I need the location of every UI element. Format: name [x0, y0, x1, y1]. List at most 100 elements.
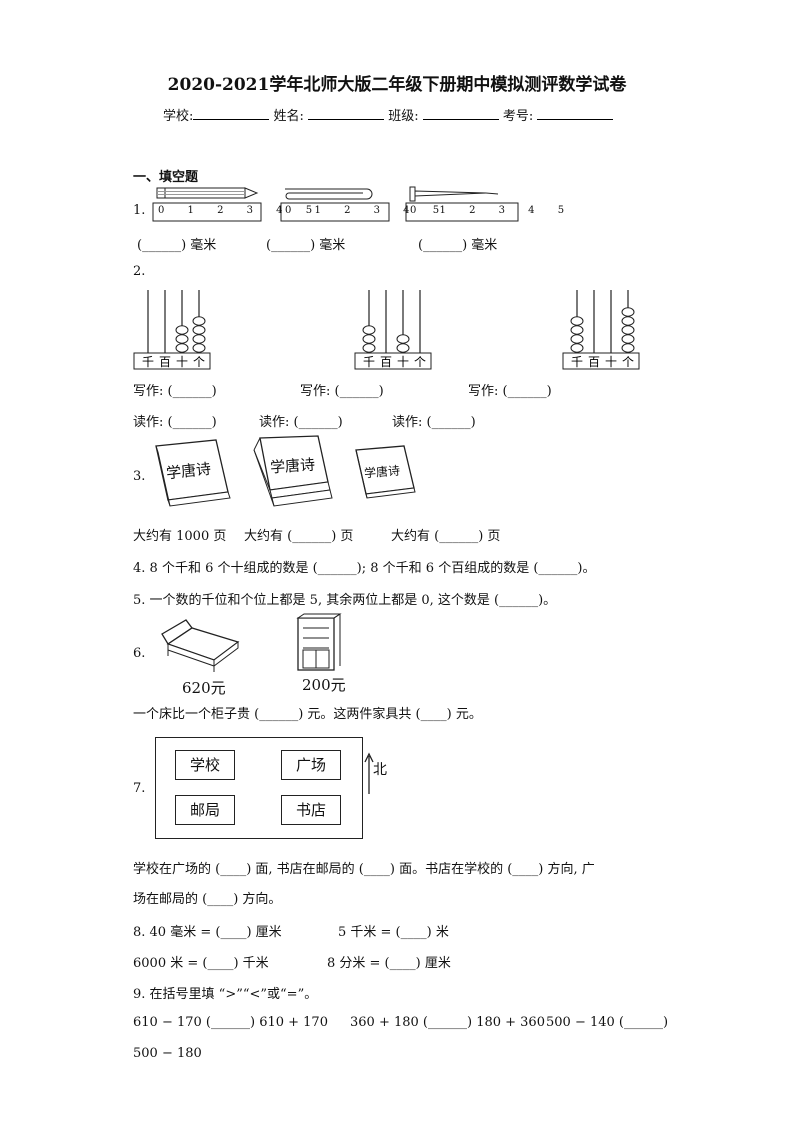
abacus-base — [562, 352, 640, 370]
abacus-bead — [192, 334, 206, 344]
q2-write-1[interactable]: 写作: (______) — [133, 384, 217, 399]
abacus-place-label: 千 — [571, 355, 583, 369]
ruler-nail — [405, 186, 519, 222]
abacus-bead — [621, 307, 635, 317]
book-3 — [355, 445, 416, 499]
q2-number: 2. — [133, 264, 146, 279]
ruler-pencil — [152, 187, 262, 222]
q9-c[interactable]: 500 − 140 (______) — [546, 1015, 669, 1030]
q2-read-2[interactable]: 读作: (______) — [259, 415, 343, 430]
q6-text[interactable]: 一个床比一个柜子贵 (______) 元。这两件家具共 (____) 元。 — [133, 707, 482, 722]
abacus-bead — [175, 343, 189, 353]
q3-blank-2[interactable]: 大约有 (______) 页 — [244, 529, 354, 544]
book-1 — [155, 439, 231, 507]
q1-blank-3[interactable]: (______) 毫米 — [418, 238, 498, 253]
q5-text[interactable]: 5. 一个数的千位和个位上都是 5, 其余两位上都是 0, 这个数是 (____… — [133, 593, 557, 608]
book-3-title: 学唐诗 — [363, 463, 401, 481]
q1-blank-1[interactable]: (______) 毫米 — [137, 238, 217, 253]
q3-text-1: 大约有 1000 页 — [133, 529, 227, 544]
north-label: 北 — [373, 762, 387, 778]
q2-write-3[interactable]: 写作: (______) — [468, 384, 552, 399]
q1-number: 1. — [133, 203, 146, 218]
abacus-place-label: 个 — [193, 355, 205, 369]
abacus-bead — [175, 325, 189, 335]
name-label: 姓名: — [273, 109, 304, 124]
q9-d: 500 − 180 — [133, 1046, 202, 1061]
school-field[interactable] — [193, 106, 270, 120]
abacus-bead — [621, 325, 635, 335]
bed-image — [161, 619, 240, 672]
abacus-place-label: 十 — [397, 355, 409, 369]
q4-text[interactable]: 4. 8 个千和 6 个十组成的数是 (______); 8 个千和 6 个百组… — [133, 561, 596, 576]
q2-read-3[interactable]: 读作: (______) — [392, 415, 476, 430]
class-field[interactable] — [422, 106, 499, 120]
q1-blank-2[interactable]: (______) 毫米 — [266, 238, 346, 253]
ruler3-ticks: 0 1 2 3 4 5 — [410, 205, 575, 216]
abacus-bead — [192, 343, 206, 353]
section-heading: 一、填空题 — [133, 170, 199, 185]
abacus-bead — [570, 325, 584, 335]
abacus-bead — [621, 343, 635, 353]
abacus-base — [133, 352, 211, 370]
place-bookstore: 书店 — [281, 795, 341, 825]
abacus-bead — [362, 334, 376, 344]
abacus-bead — [570, 316, 584, 326]
place-square: 广场 — [281, 750, 341, 780]
q7-number: 7. — [133, 781, 146, 796]
north-arrow-icon — [364, 752, 374, 794]
q6-number: 6. — [133, 646, 146, 661]
book-2-title: 学唐诗 — [269, 455, 316, 477]
place-school: 学校 — [175, 750, 235, 780]
abacus-base — [354, 352, 432, 370]
q7-text-2[interactable]: 场在邮局的 (____) 方向。 — [133, 892, 282, 907]
abacus-place-label: 十 — [176, 355, 188, 369]
q7-text-1[interactable]: 学校在广场的 (____) 面, 书店在邮局的 (____) 面。书店在学校的 … — [133, 862, 595, 877]
class-label: 班级: — [388, 109, 419, 124]
q8-d[interactable]: 8 分米 = (____) 厘米 — [327, 956, 451, 971]
abacus-bead — [192, 325, 206, 335]
abacus-bead — [192, 316, 206, 326]
ruler2-ticks: 0 1 2 3 4 5 — [285, 205, 450, 216]
cabinet-image — [296, 613, 342, 671]
place-post-office: 邮局 — [175, 795, 235, 825]
abacus-place-label: 百 — [380, 355, 392, 369]
abacus-bead — [621, 316, 635, 326]
abacus-place-label: 百 — [159, 355, 171, 369]
school-label: 学校: — [163, 109, 194, 124]
abacus-bead — [621, 334, 635, 344]
map-frame — [155, 737, 363, 839]
name-field[interactable] — [308, 106, 385, 120]
book-2 — [253, 435, 333, 507]
abacus-place-label: 个 — [414, 355, 426, 369]
bed-price: 620元 — [182, 679, 226, 697]
q2-write-2[interactable]: 写作: (______) — [300, 384, 384, 399]
q9-b[interactable]: 360 + 180 (______) 180 + 360 — [350, 1015, 545, 1030]
number-field[interactable] — [537, 106, 614, 120]
q9-a[interactable]: 610 − 170 (______) 610 + 170 — [133, 1015, 328, 1030]
page-title: 2020-2021学年北师大版二年级下册期中模拟测评数学试卷 — [167, 75, 627, 95]
q3-blank-3[interactable]: 大约有 (______) 页 — [391, 529, 501, 544]
q3-number: 3. — [133, 469, 146, 484]
abacus-place-label: 百 — [588, 355, 600, 369]
number-label: 考号: — [502, 109, 534, 124]
abacus-bead — [396, 334, 410, 344]
q9-heading: 9. 在括号里填 “>”“<”或“=”。 — [133, 987, 318, 1002]
q8-b[interactable]: 5 千米 = (____) 米 — [338, 925, 449, 940]
abacus-bead — [362, 325, 376, 335]
ruler1-ticks: 0 1 2 3 4 5 — [158, 205, 323, 216]
abacus-bead — [570, 343, 584, 353]
ruler-clip — [280, 188, 390, 222]
abacus-place-label: 千 — [363, 355, 375, 369]
q8-c[interactable]: 6000 米 = (____) 千米 — [133, 956, 269, 971]
info-line: 学校: 姓名: 班级: 考号: — [163, 105, 614, 124]
abacus-place-label: 千 — [142, 355, 154, 369]
q2-read-1[interactable]: 读作: (______) — [133, 415, 217, 430]
q8-a[interactable]: 8. 40 毫米 = (____) 厘米 — [133, 925, 282, 940]
abacus-bead — [175, 334, 189, 344]
abacus-bead — [570, 334, 584, 344]
abacus-group: 千百十个千百十个千百十个 — [133, 290, 640, 370]
abacus-place-label: 个 — [622, 355, 634, 369]
abacus-bead — [362, 343, 376, 353]
cabinet-price: 200元 — [302, 676, 346, 694]
abacus-place-label: 十 — [605, 355, 617, 369]
